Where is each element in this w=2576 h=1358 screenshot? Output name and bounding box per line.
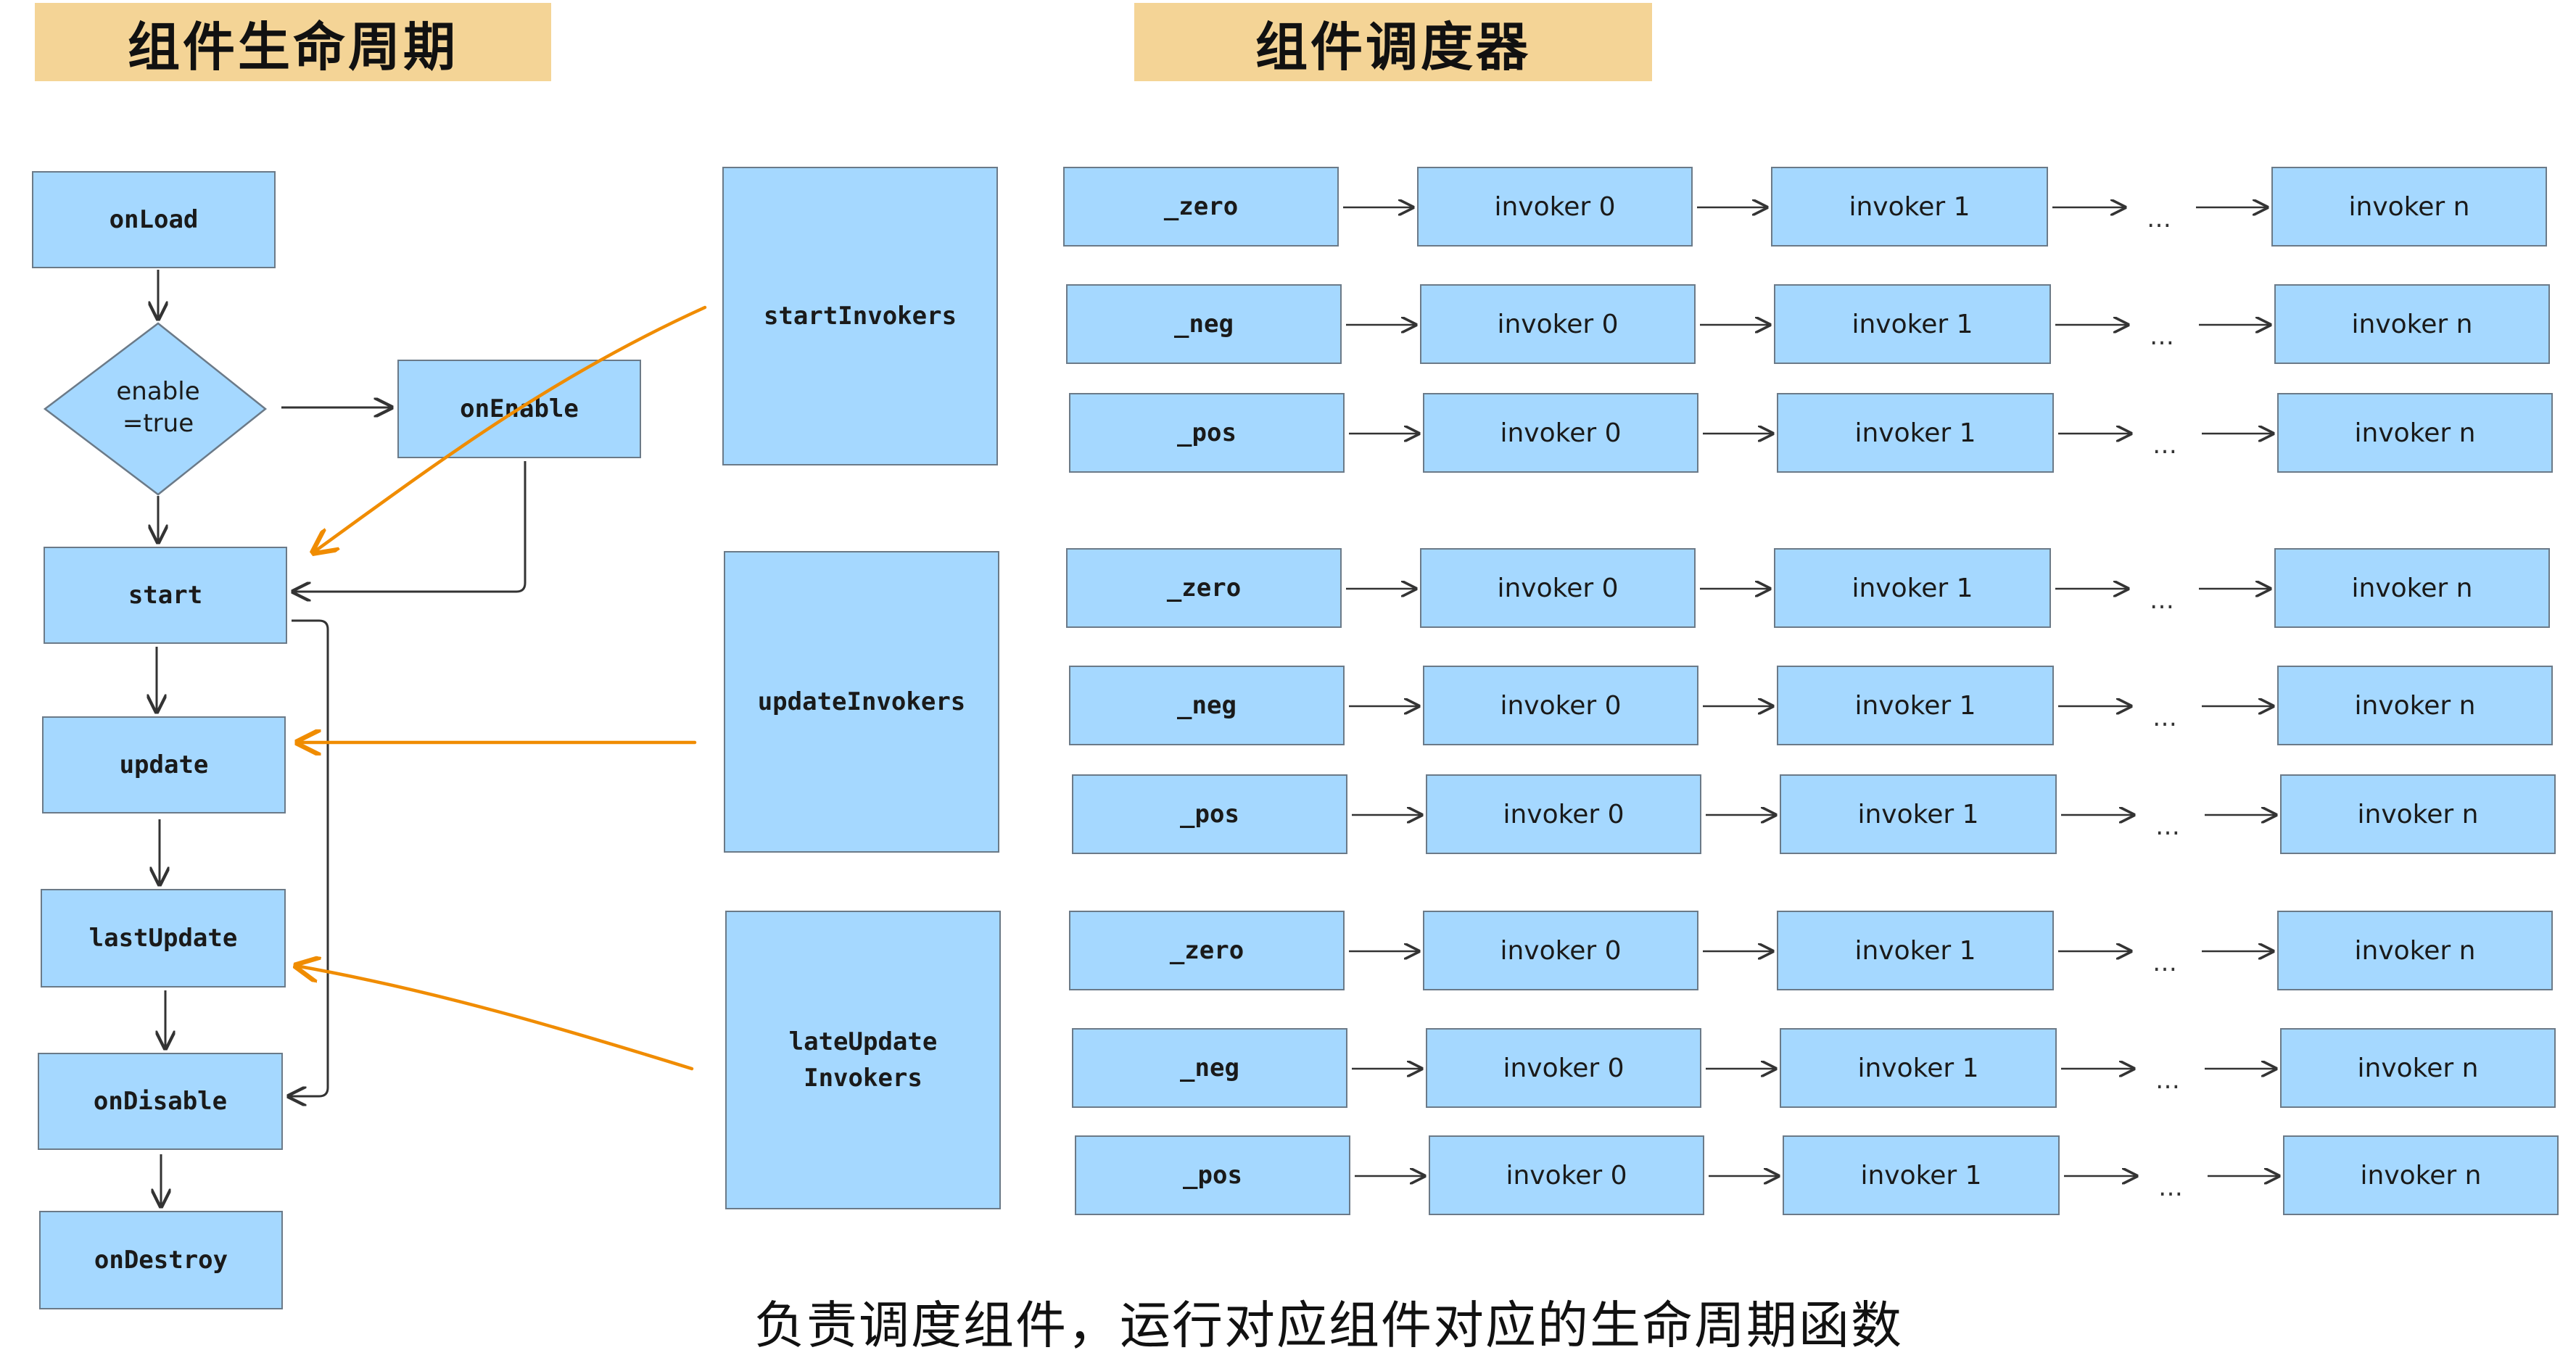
- queue-node: _zero: [1066, 548, 1342, 628]
- ellipsis: …: [2152, 703, 2177, 732]
- queue-node: _neg: [1072, 1028, 1347, 1108]
- start-invokers-box: startInvokers: [722, 167, 998, 465]
- invoker-n-node: invoker n: [2280, 1028, 2556, 1108]
- invoker-n-node: invoker n: [2283, 1135, 2559, 1215]
- invoker-n-node: invoker n: [2271, 167, 2547, 247]
- invoker-n-node: invoker n: [2277, 393, 2553, 473]
- invoker-0-node: invoker 0: [1429, 1135, 1704, 1215]
- invoker-1-node: invoker 1: [1777, 393, 2054, 473]
- onload-node: onLoad: [32, 171, 276, 268]
- queue-node: _pos: [1075, 1135, 1350, 1215]
- update-node: update: [42, 716, 286, 813]
- invoker-0-node: invoker 0: [1426, 1028, 1701, 1108]
- invoker-n-node: invoker n: [2274, 548, 2550, 628]
- arrow-start-ondisable: [289, 619, 329, 1096]
- invoker-n-node: invoker n: [2280, 774, 2556, 854]
- ellipsis: …: [2147, 204, 2171, 233]
- invoker-1-node: invoker 1: [1780, 1028, 2057, 1108]
- invoker-0-node: invoker 0: [1417, 167, 1693, 247]
- ellipsis: …: [2158, 1173, 2183, 1202]
- queue-node: _neg: [1066, 284, 1342, 364]
- invoker-n-node: invoker n: [2277, 911, 2553, 990]
- invoker-1-node: invoker 1: [1774, 284, 2051, 364]
- queue-node: _pos: [1069, 393, 1345, 473]
- highlight-arrow-lastupdate: [296, 966, 694, 1071]
- invoker-0-node: invoker 0: [1423, 666, 1698, 745]
- ellipsis: …: [2152, 431, 2177, 460]
- ondisable-node: onDisable: [38, 1053, 283, 1150]
- invoker-1-node: invoker 1: [1777, 666, 2054, 745]
- invoker-1-node: invoker 1: [1771, 167, 2048, 247]
- lifecycle-header: 组件生命周期: [35, 3, 551, 81]
- lastupdate-node: lastUpdate: [41, 889, 286, 988]
- invoker-0-node: invoker 0: [1420, 548, 1696, 628]
- lateupdate-invokers-box: lateUpdate Invokers: [725, 911, 1001, 1209]
- invoker-1-node: invoker 1: [1777, 911, 2054, 990]
- invoker-1-node: invoker 1: [1774, 548, 2051, 628]
- scheduler-header: 组件调度器: [1134, 3, 1652, 81]
- onenable-node: onEnable: [397, 360, 641, 458]
- ellipsis: …: [2150, 586, 2174, 615]
- decision-label: enable =true: [116, 377, 200, 438]
- queue-node: _zero: [1063, 167, 1339, 247]
- invoker-n-node: invoker n: [2277, 666, 2553, 745]
- invoker-0-node: invoker 0: [1420, 284, 1696, 364]
- arrow-onenable-start: [293, 461, 527, 592]
- queue-node: _zero: [1069, 911, 1345, 990]
- ondestroy-node: onDestroy: [39, 1211, 283, 1309]
- invoker-1-node: invoker 1: [1780, 774, 2057, 854]
- invoker-0-node: invoker 0: [1426, 774, 1701, 854]
- ellipsis: …: [2155, 812, 2180, 841]
- invoker-n-node: invoker n: [2274, 284, 2550, 364]
- invoker-0-node: invoker 0: [1423, 393, 1698, 473]
- ellipsis: …: [2155, 1066, 2180, 1095]
- invoker-0-node: invoker 0: [1423, 911, 1698, 990]
- queue-node: _pos: [1072, 774, 1347, 854]
- ellipsis: …: [2150, 322, 2174, 351]
- queue-node: _neg: [1069, 666, 1345, 745]
- update-invokers-box: updateInvokers: [724, 551, 999, 853]
- caption: 负责调度组件，运行对应组件对应的生命周期函数: [754, 1296, 1903, 1355]
- invoker-1-node: invoker 1: [1783, 1135, 2060, 1215]
- start-node: start: [44, 547, 287, 644]
- ellipsis: …: [2152, 948, 2177, 977]
